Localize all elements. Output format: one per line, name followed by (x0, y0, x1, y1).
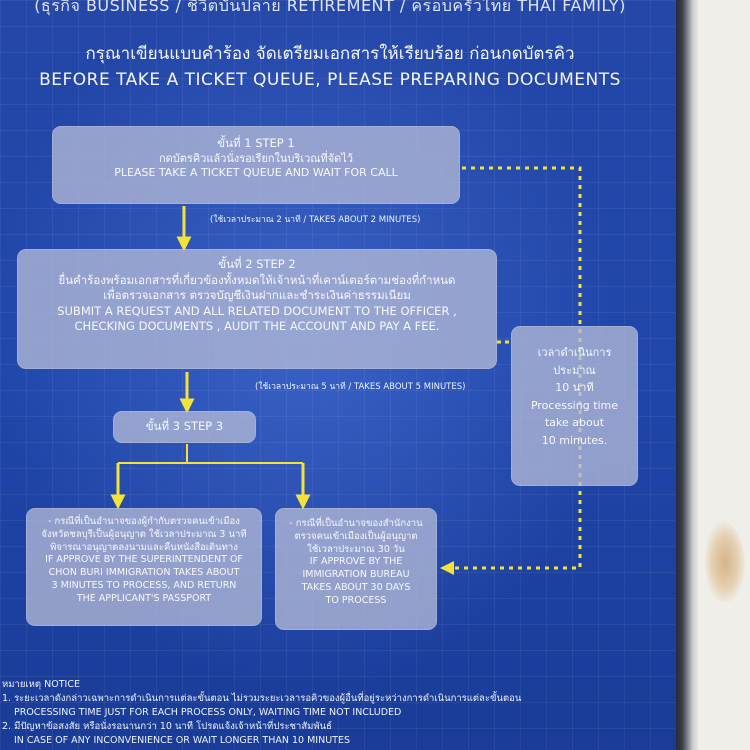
processing-english-2: take about (511, 414, 638, 432)
notice-line1-english: PROCESSING TIME JUST FOR EACH PROCESS ON… (2, 706, 662, 720)
processing-english-1: Processing time (511, 397, 638, 415)
step2-heading: ขั้นที่ 2 STEP 2 (17, 257, 497, 273)
right-branch-english-4: TO PROCESS (275, 595, 437, 608)
step3-heading: ขั้นที่ 3 STEP 3 (113, 419, 256, 435)
step2-duration: (ใช้เวลาประมาณ 5 นาที / TAKES ABOUT 5 MI… (255, 379, 465, 393)
left-branch-english-3: 3 MINUTES TO PROCESS, AND RETURN (26, 580, 262, 593)
right-branch-thai-2: ตรวจคนเข้าเมืองเป็นผู้อนุญาต (275, 531, 437, 544)
step1-english-text: PLEASE TAKE A TICKET QUEUE AND WAIT FOR … (52, 166, 460, 181)
right-branch-english-3: TAKES ABOUT 30 DAYS (275, 582, 437, 595)
notice-heading: หมายเหตุ NOTICE (2, 678, 662, 692)
left-branch-english-2: CHON BURI IMMIGRATION TAKES ABOUT (26, 567, 262, 580)
superintendent-branch-box: - กรณีที่เป็นอำนาจของผู้กำกับตรวจคนเข้าเ… (26, 508, 262, 626)
left-branch-thai-2: จังหวัดชลบุรีเป็นผู้อนุญาต ใช้เวลาประมาณ… (26, 529, 262, 542)
step2-thai-line2: เพื่อตรวจเอกสาร ตรวจบัญชีเงินฝากและชำระเ… (17, 288, 497, 304)
notice-section: หมายเหตุ NOTICE 1. ระยะเวลาดังกล่าวเฉพาะ… (2, 678, 662, 748)
left-branch-thai-1: - กรณีที่เป็นอำนาจของผู้กำกับตรวจคนเข้าเ… (26, 516, 262, 529)
right-branch-english-1: IF APPROVE BY THE (275, 556, 437, 569)
step1-duration: (ใช้เวลาประมาณ 2 นาที / TAKES ABOUT 2 MI… (210, 212, 420, 226)
left-branch-thai-3: พิจารณาอนุญาตลงนามและคืนหนังสือเดินทาง (26, 542, 262, 555)
step2-thai-line1: ยื่นคำร้องพร้อมเอกสารที่เกี่ยวข้องทั้งหม… (17, 273, 497, 289)
left-branch-english-4: THE APPLICANT'S PASSPORT (26, 593, 262, 606)
notice-line2-thai: 2. มีปัญหาข้อสงสัย หรือนั่งรอนานกว่า 10 … (2, 720, 662, 734)
bureau-branch-box: - กรณีที่เป็นอำนาจของสำนักงาน ตรวจคนเข้า… (275, 508, 437, 630)
step1-box: ขั้นที่ 1 STEP 1 กดบัตรคิวแล้วนั่งรอเรีย… (52, 126, 460, 204)
step2-english-line2: CHECKING DOCUMENTS , AUDIT THE ACCOUNT A… (17, 319, 497, 335)
processing-time-box: เวลาดำเนินการ ประมาณ 10 นาที Processing … (511, 326, 638, 486)
information-board: (ธุรกิจ BUSINESS / ชีวิตบั้นปลาย RETIREM… (0, 0, 676, 750)
right-branch-thai-3: ใช้เวลาประมาณ 30 วัน (275, 544, 437, 557)
right-branch-english-2: IMMIGRATION BUREAU (275, 569, 437, 582)
processing-thai-2: ประมาณ (511, 362, 638, 380)
processing-thai-3: 10 นาที (511, 379, 638, 397)
notice-line2-english: IN CASE OF ANY INCONVENIENCE OR WAIT LON… (2, 734, 662, 748)
processing-english-3: 10 minutes. (511, 432, 638, 450)
right-branch-thai-1: - กรณีที่เป็นอำนาจของสำนักงาน (275, 518, 437, 531)
step2-english-line1: SUBMIT A REQUEST AND ALL RELATED DOCUMEN… (17, 304, 497, 320)
step3-box: ขั้นที่ 3 STEP 3 (113, 411, 256, 443)
notice-line1-thai: 1. ระยะเวลาดังกล่าวเฉพาะการดำเนินการแต่ล… (2, 692, 662, 706)
processing-thai-1: เวลาดำเนินการ (511, 344, 638, 362)
step2-box: ขั้นที่ 2 STEP 2 ยื่นคำร้องพร้อมเอกสารที… (17, 249, 497, 369)
branch-connector (118, 444, 303, 502)
step1-heading: ขั้นที่ 1 STEP 1 (52, 136, 460, 152)
step1-thai-text: กดบัตรคิวแล้วนั่งรอเรียกในบริเวณที่จัดไว… (52, 152, 460, 167)
left-branch-english-1: IF APPROVE BY THE SUPERINTENDENT OF (26, 554, 262, 567)
